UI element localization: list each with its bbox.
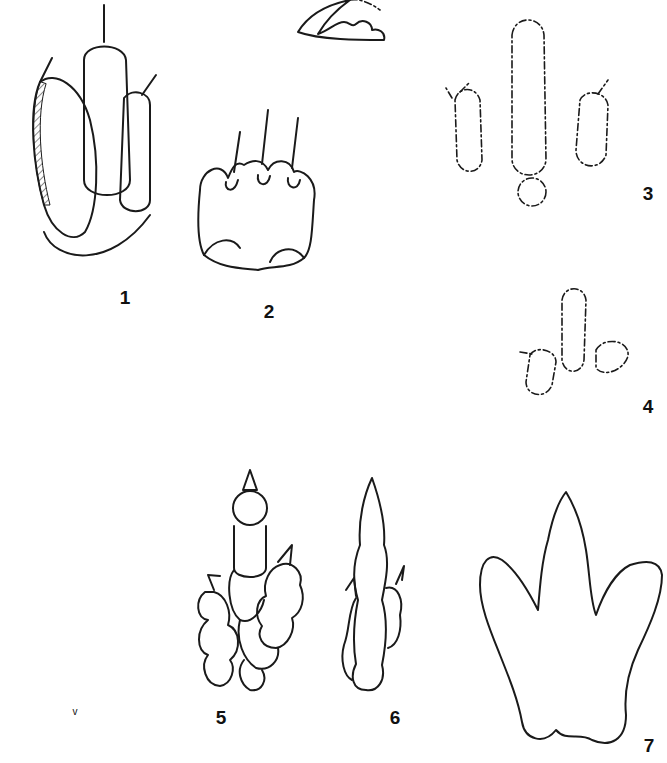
footprint-5 [198,470,303,690]
figure-number: 4 [643,397,654,416]
figure-number: 7 [644,736,655,755]
footprint-2 [198,0,384,270]
footprint-3 [446,20,608,206]
figure-number: 5 [216,708,227,727]
stray-mark: v [73,707,78,717]
figure-number: 3 [643,184,654,203]
footprint-1 [33,5,156,255]
footprint-7 [480,492,662,743]
figure-number: 6 [390,708,401,727]
footprint-6 [342,478,404,690]
figure-number: 1 [120,288,131,307]
figure-number: 2 [264,302,275,321]
footprint-4 [520,289,628,395]
